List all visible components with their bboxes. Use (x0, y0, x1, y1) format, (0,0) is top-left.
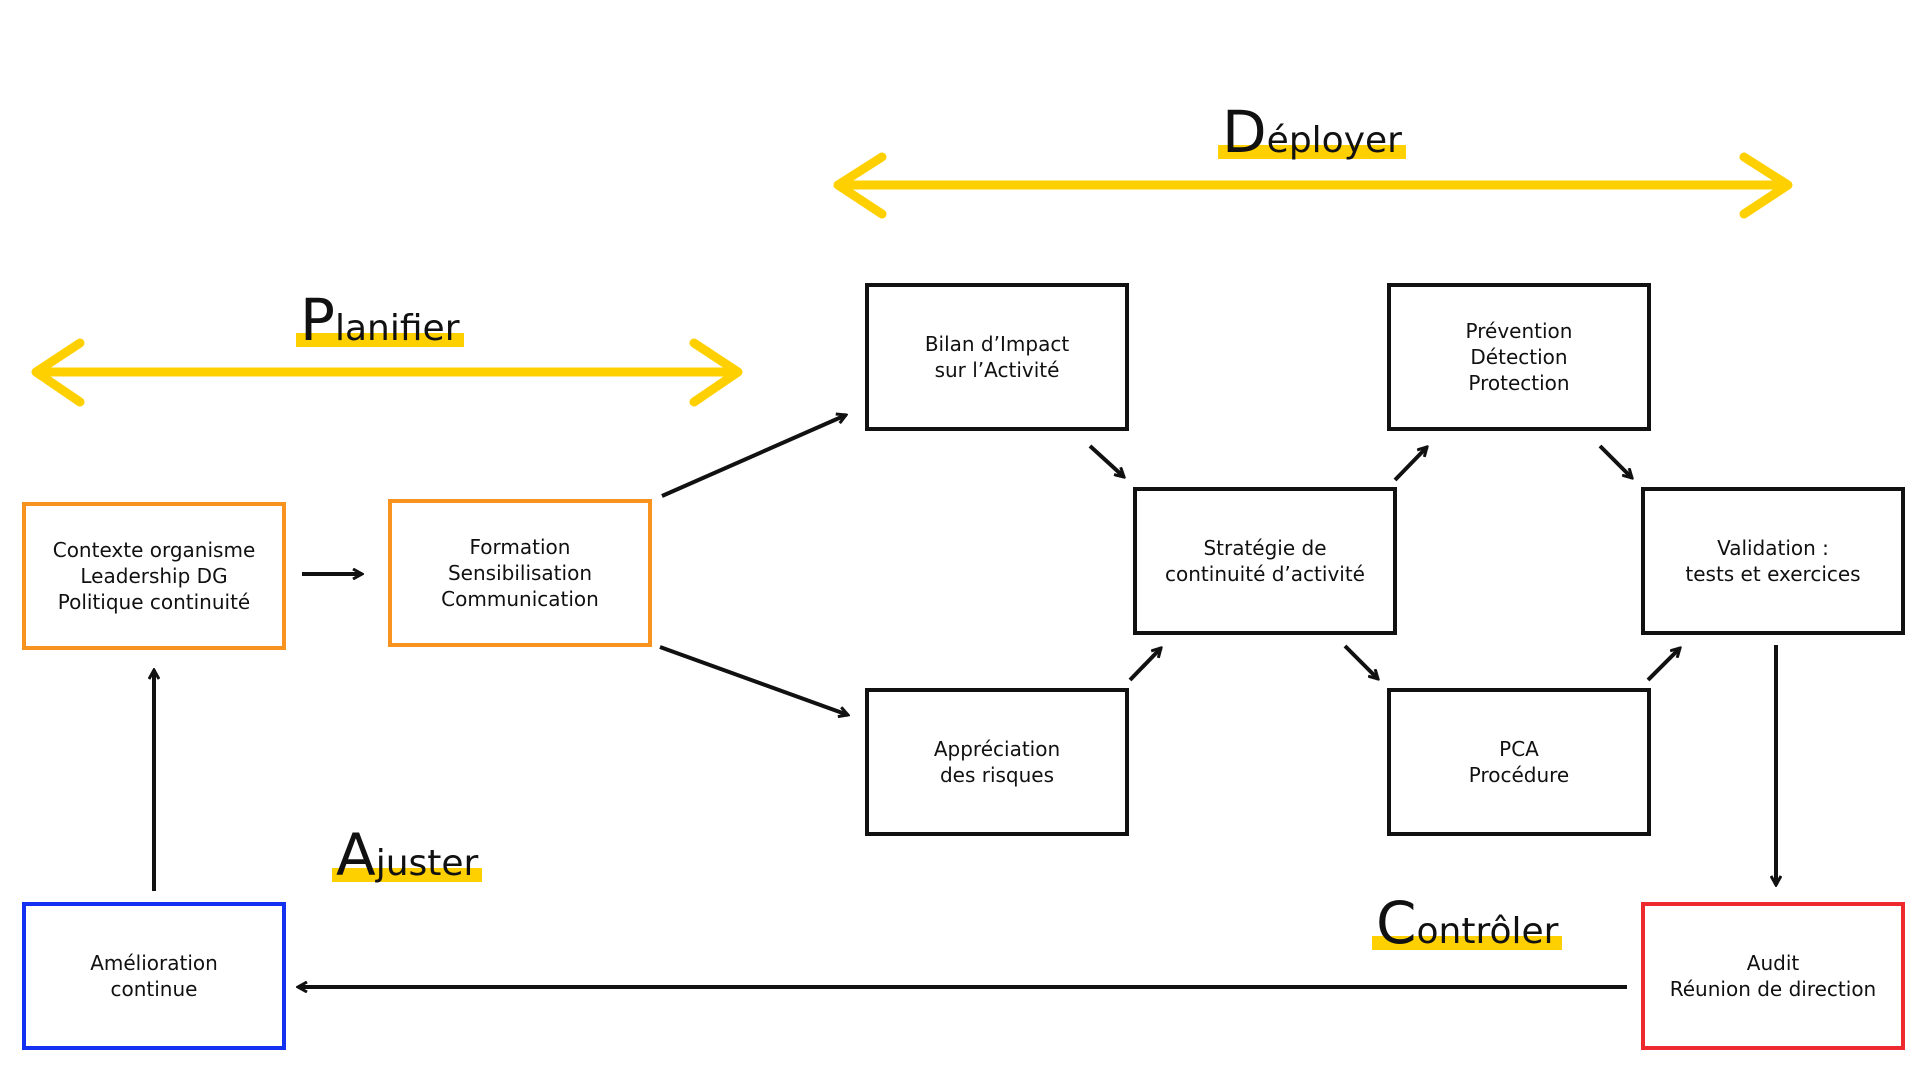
box-pca: PCA Procédure (1387, 688, 1651, 836)
box-pca-label: PCA Procédure (1468, 737, 1570, 787)
box-strategie-continuite: Stratégie de continuité d’activité (1133, 487, 1397, 635)
box-validation: Validation : tests et exercices (1641, 487, 1905, 635)
box-prevention-label: Prévention Détection Protection (1465, 319, 1573, 395)
arrow-formation-bilan (661, 415, 846, 498)
box-strategie-label: Stratégie de continuité d’activité (1165, 536, 1365, 586)
box-contexte-organisme: Contexte organisme Leadership DG Politiq… (22, 502, 286, 650)
box-bilan-impact: Bilan d’Impact sur l’Activité (865, 283, 1129, 431)
box-amelioration-label: Amélioration continue (90, 951, 218, 1001)
box-prevention: Prévention Détection Protection (1387, 283, 1651, 431)
arrow-pca-validation (1646, 648, 1680, 682)
phase-title-deployer: Déployer (1218, 103, 1406, 161)
box-appreciation-label: Appréciation des risques (933, 737, 1061, 787)
box-appreciation-risques: Appréciation des risques (865, 688, 1129, 836)
box-formation: Formation Sensibilisation Communication (388, 499, 652, 647)
box-contexte-label: Contexte organisme Leadership DG Politiq… (52, 538, 256, 614)
arrow-prevention-validation (1598, 444, 1632, 478)
box-validation-label: Validation : tests et exercices (1685, 536, 1861, 586)
arrow-bilan-strategie (1088, 444, 1124, 477)
arrow-strategie-pca (1343, 644, 1378, 679)
arrow-formation-appreciation (659, 645, 848, 715)
box-formation-label: Formation Sensibilisation Communication (441, 535, 599, 611)
phase-title-planifier: Planifier (296, 291, 464, 349)
box-bilan-label: Bilan d’Impact sur l’Activité (924, 332, 1070, 382)
planifier-double-arrow (31, 338, 743, 407)
arrow-strategie-prevention (1393, 447, 1427, 482)
arrow-appreciation-strategie (1128, 648, 1161, 682)
box-amelioration: Amélioration continue (22, 902, 286, 1050)
deployer-double-arrow (833, 152, 1793, 219)
phase-title-ajuster: Ajuster (332, 826, 483, 884)
box-audit: Audit Réunion de direction (1641, 902, 1905, 1050)
box-audit-label: Audit Réunion de direction (1669, 951, 1877, 1001)
phase-title-controler: Contrôler (1372, 894, 1563, 952)
